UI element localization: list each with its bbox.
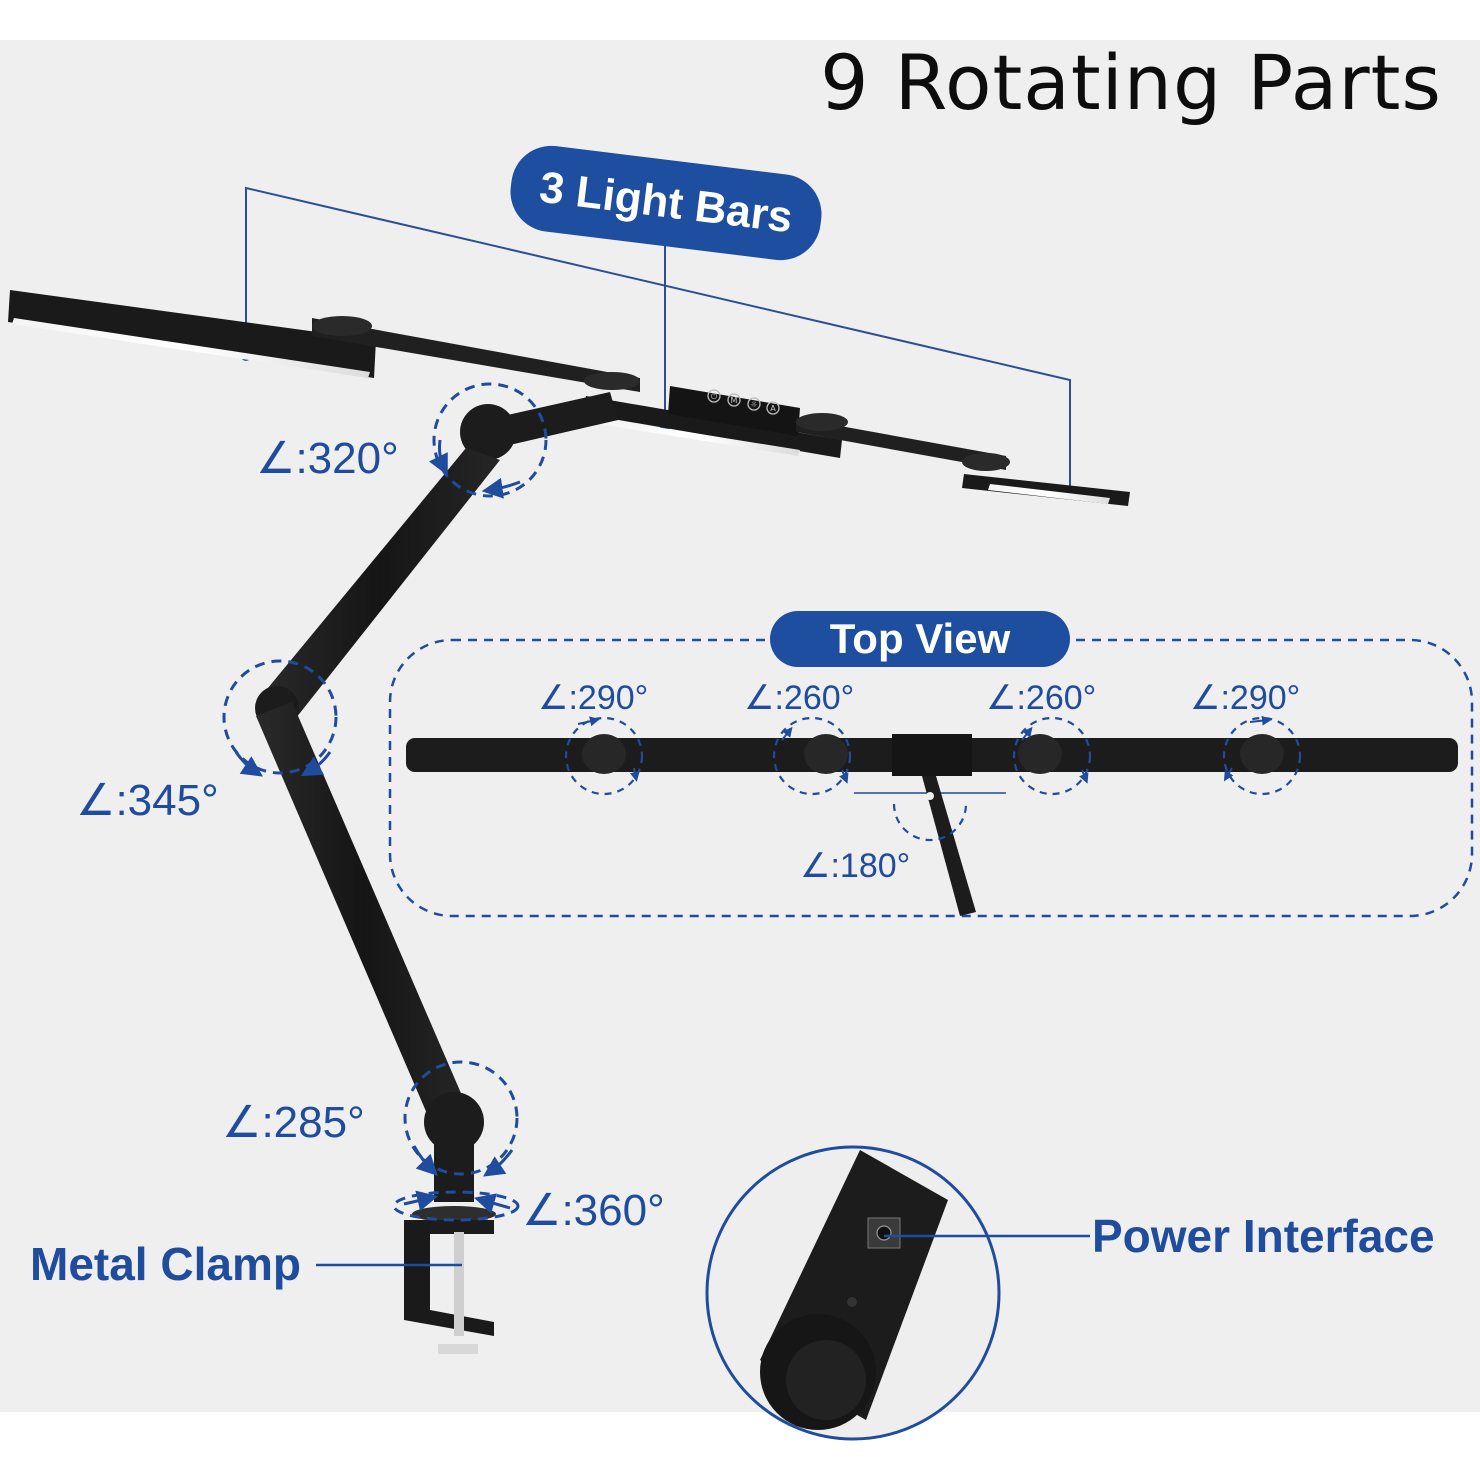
top-view-label: Top View <box>770 611 1070 667</box>
light-bar-center <box>584 386 842 458</box>
angle-label-top-view-4: ∠:290° <box>1190 679 1301 717</box>
angle-label-top-view-3: ∠:260° <box>986 679 1097 717</box>
control-button-brightness: ☼ <box>750 400 757 409</box>
control-button-mode: M <box>731 396 738 405</box>
power-interface-label: Power Interface <box>1092 1210 1435 1262</box>
light-bar-connector-right <box>796 413 1010 471</box>
angle-label-swivel: ∠:360° <box>522 1186 665 1235</box>
light-bar-right <box>962 474 1130 506</box>
page-title: 9 Rotating Parts <box>820 38 1442 127</box>
angle-label-top-view-2: ∠:260° <box>744 679 855 717</box>
control-button-auto: A <box>770 404 776 413</box>
rotation-arrows-top-view <box>577 715 1272 784</box>
lamp-arm <box>255 392 618 1222</box>
control-button-power: ⏻ <box>711 392 718 401</box>
light-bar-connector-left <box>312 316 640 392</box>
rotation-indicators-arm <box>222 382 548 1222</box>
metal-clamp <box>404 1220 494 1354</box>
power-interface-detail <box>705 1145 1090 1441</box>
angle-label-elbow-joint: ∠:345° <box>76 776 219 825</box>
rotation-indicators-top-view <box>564 716 1302 842</box>
top-view-panel <box>388 638 1474 918</box>
angle-label-base-joint: ∠:285° <box>222 1098 365 1147</box>
metal-clamp-label: Metal Clamp <box>30 1238 301 1290</box>
angle-label-top-view-arm: ∠:180° <box>800 847 911 885</box>
angle-label-top-view-1: ∠:290° <box>538 679 649 717</box>
light-bar-left <box>8 290 376 378</box>
control-panel: ⏻ M ☼ A <box>707 389 780 415</box>
angle-label-top-joint: ∠:320° <box>256 434 399 483</box>
rotation-arrows-arm <box>234 439 521 1214</box>
